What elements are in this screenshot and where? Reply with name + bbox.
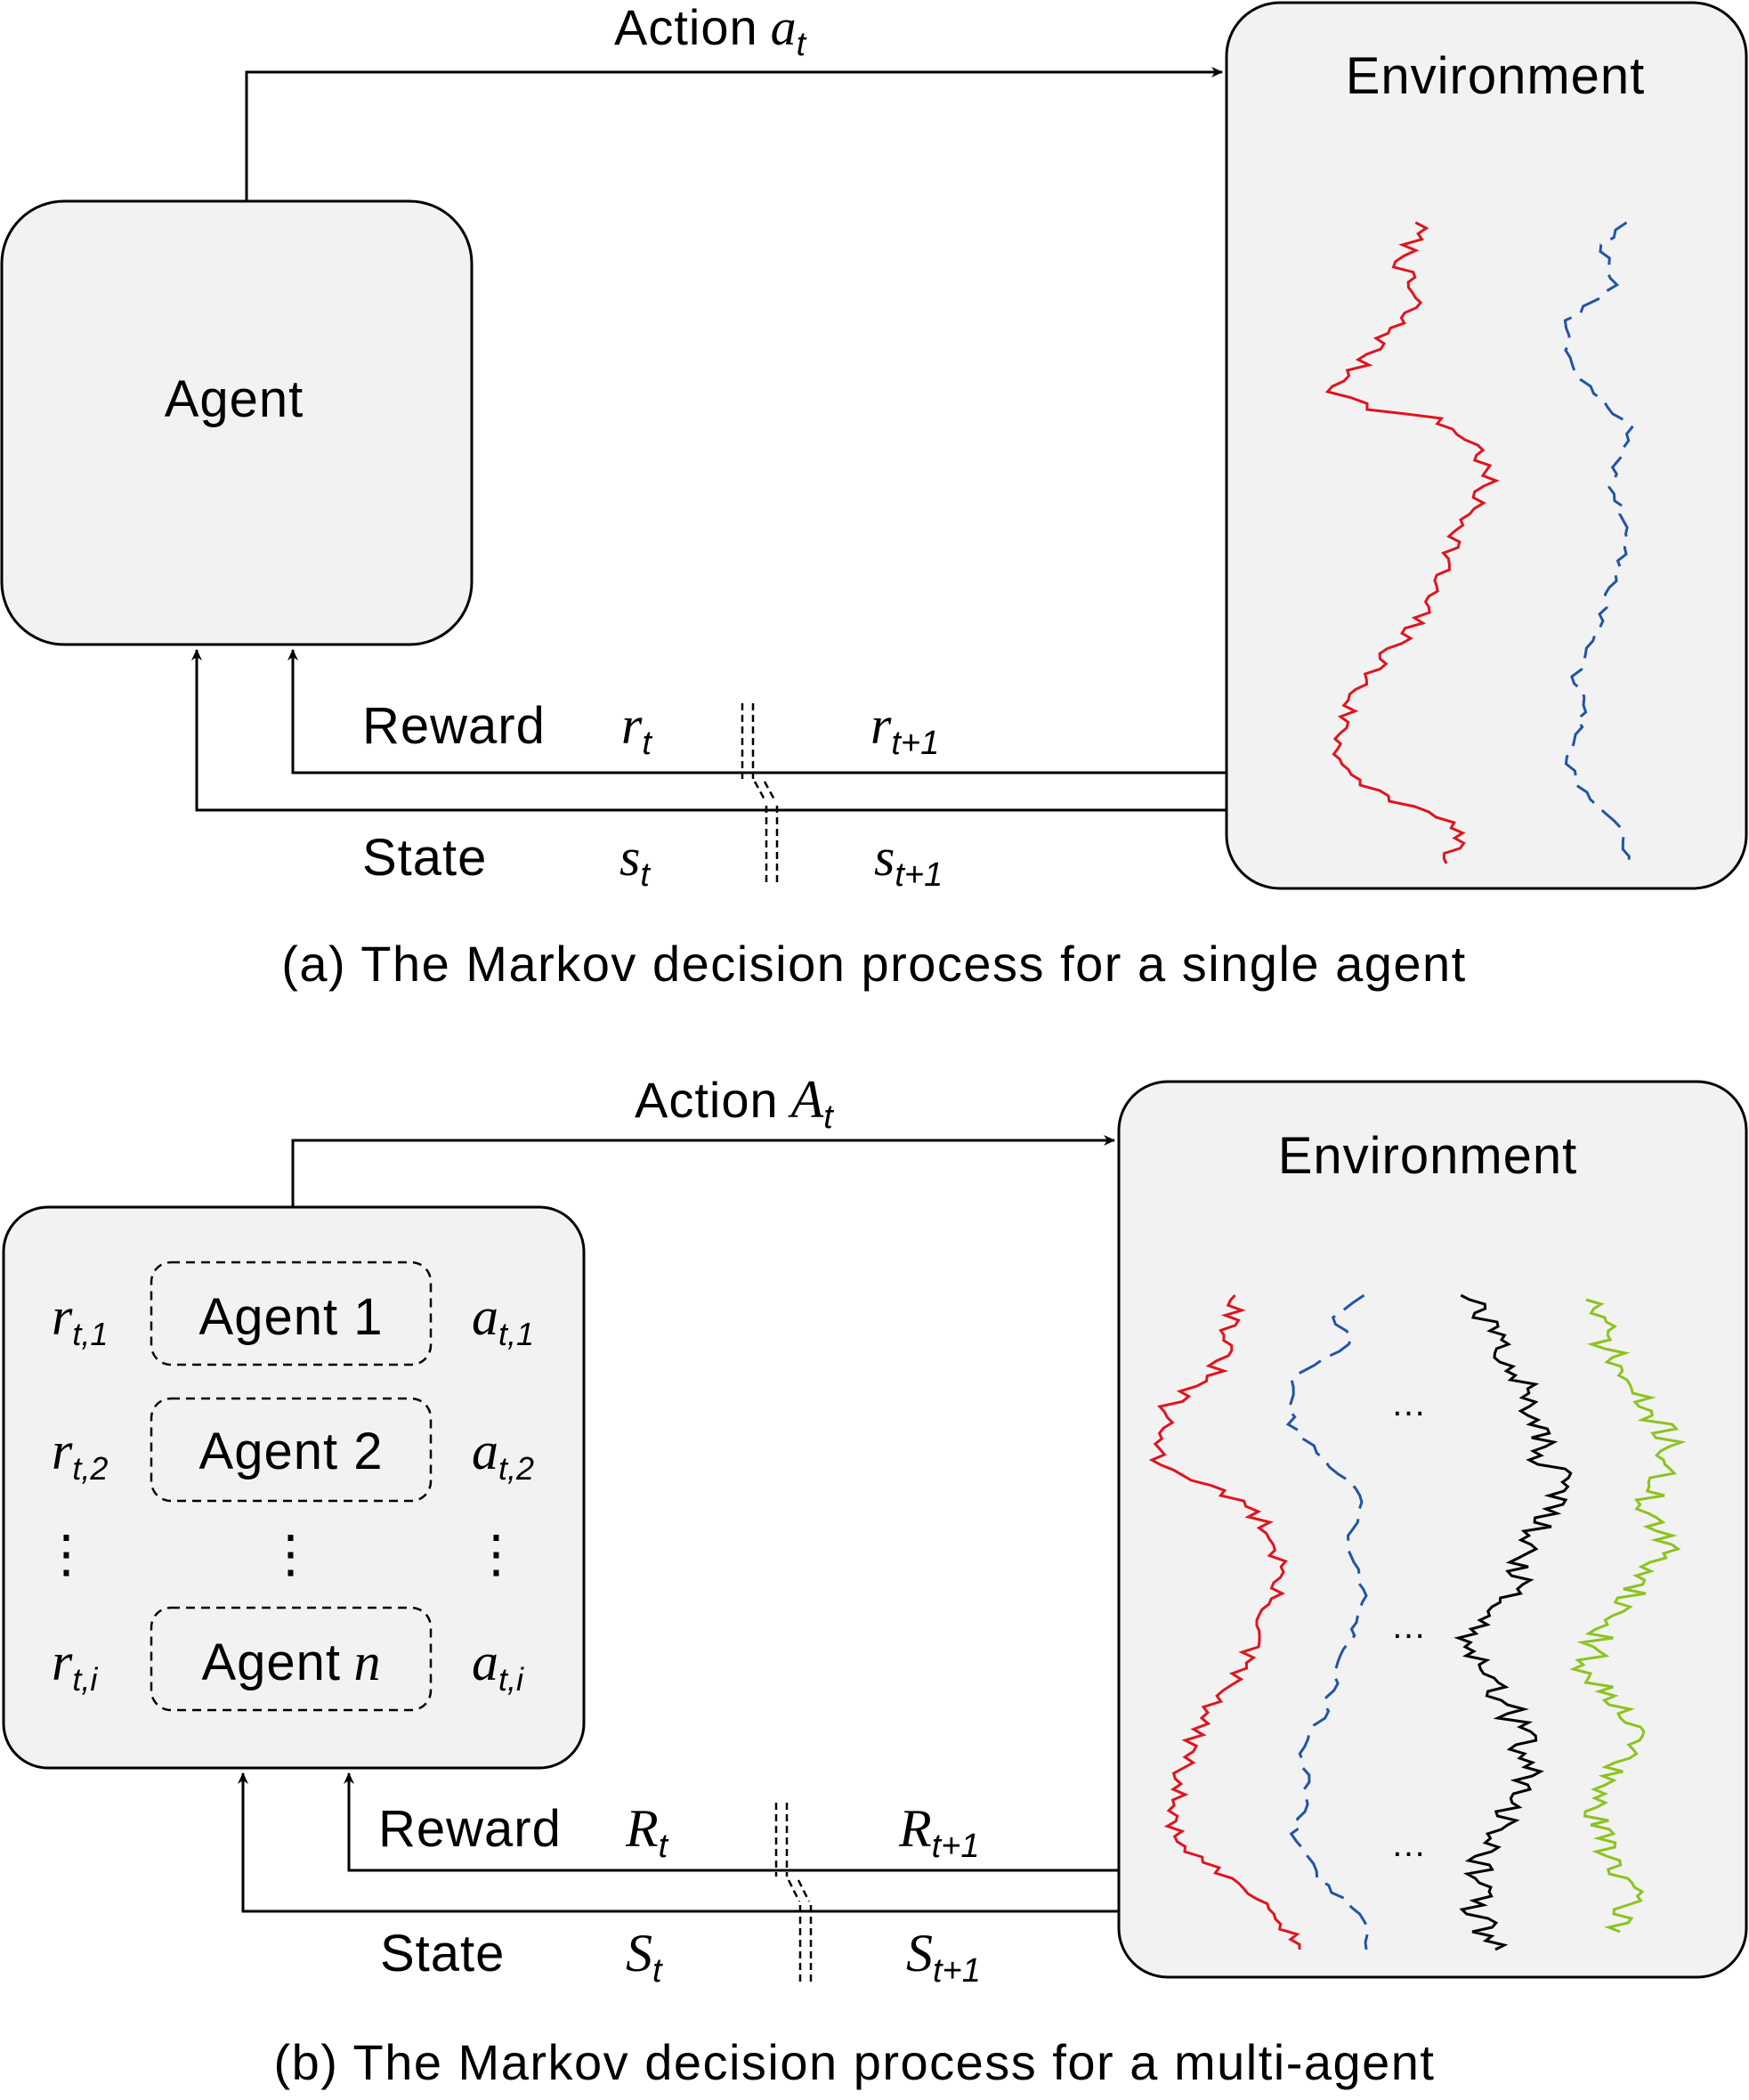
agent-2-label: Agent 2 [199, 1423, 384, 1480]
state-next-var-b: St+1 [906, 1924, 981, 1990]
env-b-blue-dashed-curve [1285, 1293, 1370, 1950]
agent-2-action: at,2 [472, 1422, 534, 1487]
vdots-agents: ⋮ [265, 1525, 318, 1583]
vdots-actions: ⋮ [471, 1525, 523, 1583]
ellipsis-bottom: … [1391, 1825, 1428, 1864]
state-now-var: st [619, 828, 651, 894]
action-arrow-b [291, 1135, 1115, 1207]
env-b-black-curve [1453, 1293, 1573, 1951]
agent-n-reward: rt,i [52, 1633, 98, 1698]
vdots-rewards: ⋮ [41, 1525, 93, 1583]
ellipsis-middle: … [1391, 1607, 1428, 1646]
reward-label: Reward [362, 697, 546, 755]
agent-box [0, 199, 474, 646]
state-line [191, 649, 1227, 812]
agent-1-reward: rt,1 [52, 1287, 108, 1352]
action-label-b: Action At [635, 1070, 834, 1136]
action-arrow [245, 67, 1223, 201]
agent-n-box [150, 1606, 433, 1712]
action-label: Action at [614, 0, 807, 63]
env-blue-dashed-curve [1563, 221, 1634, 864]
state-next-var: st+1 [874, 828, 943, 894]
environment-box [1225, 1, 1748, 890]
ellipsis-top: … [1391, 1384, 1428, 1423]
agent-2-box [150, 1397, 433, 1503]
environment-label-b: Environment [1278, 1127, 1578, 1185]
agent-2-reward: rt,2 [52, 1422, 108, 1487]
state-label: State [362, 829, 487, 887]
state-line-b [238, 1772, 1119, 1913]
reward-line [287, 649, 1227, 774]
env-b-green-curve [1569, 1298, 1687, 1934]
environment-label: Environment [1346, 47, 1646, 105]
panel-b: Agent 1 Agent 2 Agent n rt,1 at,1 rt,2 a… [2, 1070, 1748, 2090]
reward-label-b: Reward [378, 1800, 562, 1858]
time-break-marker [741, 703, 779, 886]
agent-n-label: Agent n [201, 1633, 380, 1691]
state-now-var-b: St [626, 1924, 663, 1990]
agent-n-action: at,i [472, 1633, 524, 1698]
agent-label: Agent [165, 370, 304, 428]
time-break-marker-b [774, 1803, 813, 1985]
agent-1-box [150, 1261, 433, 1366]
state-label-b: State [380, 1925, 505, 1982]
reward-now-var: rt [621, 696, 652, 762]
environment-box-b [1117, 1080, 1748, 1979]
reward-next-var-b: Rt+1 [898, 1799, 980, 1865]
env-red-curve [1324, 221, 1500, 864]
caption-b: (b) The Markov decision process for a mu… [274, 2034, 1436, 2090]
agent-1-label: Agent 1 [199, 1288, 384, 1346]
agent-1-action: at,1 [472, 1287, 534, 1352]
panel-a: Agent Environment Action at Reward rt [0, 0, 1748, 992]
reward-line-b [344, 1772, 1119, 1872]
caption-a: (a) The Markov decision process for a si… [281, 936, 1466, 992]
reward-next-var: rt+1 [870, 696, 939, 762]
reward-now-var-b: Rt [625, 1799, 669, 1865]
env-b-red-curve [1148, 1293, 1301, 1950]
